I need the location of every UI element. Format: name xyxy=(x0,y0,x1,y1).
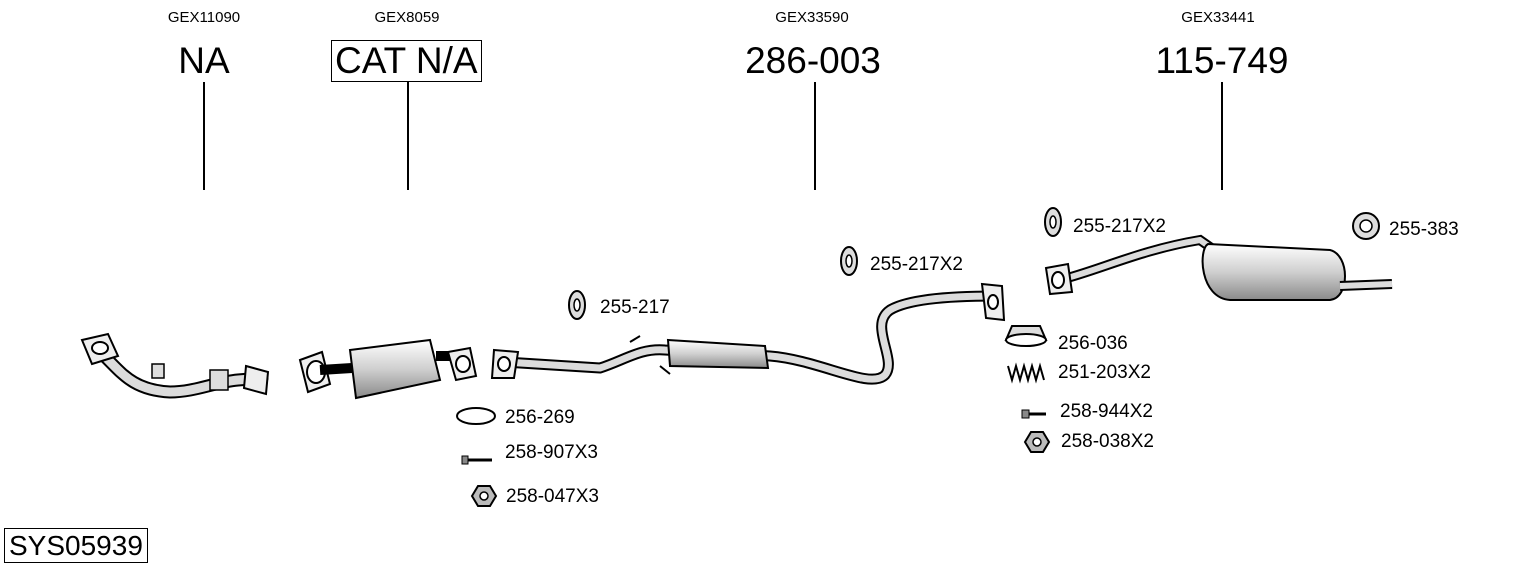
label-251-203x2: 251-203X2 xyxy=(1058,362,1151,383)
part-na: NA xyxy=(178,40,230,81)
label-258-907x3: 258-907X3 xyxy=(505,442,598,463)
label-255-383: 255-383 xyxy=(1389,219,1459,240)
leader-line-cat xyxy=(407,82,409,190)
label-258-038x2: 258-038X2 xyxy=(1061,431,1154,452)
bolt-icon xyxy=(1021,409,1046,419)
ref-gex33441: GEX33441 xyxy=(1181,9,1255,26)
hanger-ring-icon xyxy=(1352,212,1380,240)
nut-icon xyxy=(1023,431,1051,453)
label-256-269: 256-269 xyxy=(505,407,575,428)
label-258-944x2: 258-944X2 xyxy=(1060,401,1153,422)
label-255-217: 255-217 xyxy=(600,297,670,318)
hanger-rubber-icon xyxy=(1044,207,1062,237)
ref-gex33590: GEX33590 xyxy=(775,9,849,26)
bolt-icon xyxy=(461,455,492,465)
center-pipe xyxy=(490,282,1006,385)
part-cat-na: CAT N/A xyxy=(331,40,482,82)
spring-icon xyxy=(1007,362,1045,384)
label-255-217x2-a: 255-217X2 xyxy=(870,254,963,275)
front-pipe xyxy=(80,332,270,399)
gasket-ring-icon xyxy=(456,407,496,425)
ref-gex8059: GEX8059 xyxy=(374,9,440,26)
part-286-003: 286-003 xyxy=(745,40,881,81)
hanger-rubber-icon xyxy=(840,246,858,276)
part-115-749: 115-749 xyxy=(1155,40,1289,81)
label-255-217x2-b: 255-217X2 xyxy=(1073,216,1166,237)
hanger-rubber-icon xyxy=(568,290,586,320)
rear-silencer xyxy=(1044,234,1393,301)
leader-line-286 xyxy=(814,82,816,190)
catalytic-converter xyxy=(298,338,478,400)
leader-line-na xyxy=(203,82,205,190)
nut-icon xyxy=(470,485,498,507)
leader-line-115 xyxy=(1221,82,1223,190)
system-id-box: SYS05939 xyxy=(4,528,148,563)
label-256-036: 256-036 xyxy=(1058,333,1128,354)
ref-gex11090: GEX11090 xyxy=(167,9,241,26)
seal-ring-icon xyxy=(1004,325,1048,347)
label-258-047x3: 258-047X3 xyxy=(506,486,599,507)
